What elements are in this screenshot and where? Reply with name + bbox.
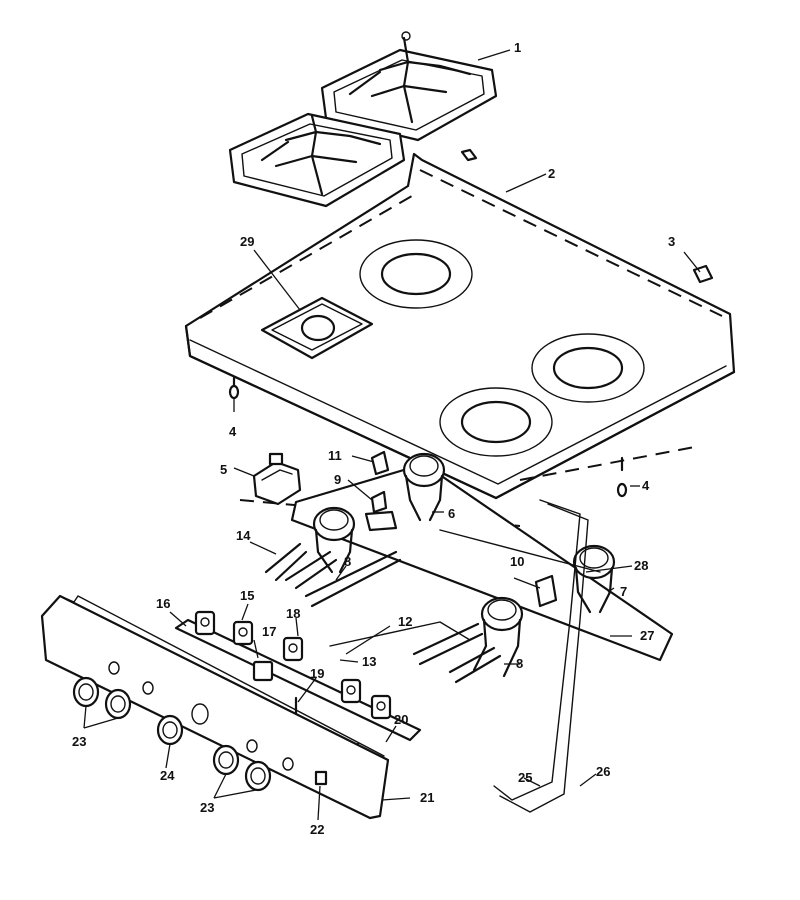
callout-19: 19 <box>310 666 324 681</box>
valve-5 <box>370 694 392 720</box>
knob-2 <box>104 688 132 720</box>
callout-20: 20 <box>394 712 408 727</box>
callout-17: 17 <box>262 624 276 639</box>
callout-13: 13 <box>362 654 376 669</box>
igniter-switch <box>252 660 274 682</box>
callout-27: 27 <box>640 628 654 643</box>
valve-2 <box>232 620 254 646</box>
callout-1: 1 <box>514 40 521 55</box>
callout-5: 5 <box>220 462 227 477</box>
callout-25: 25 <box>518 770 532 785</box>
callout-2: 2 <box>548 166 555 181</box>
callout-28: 28 <box>634 558 648 573</box>
callout-22: 22 <box>310 822 324 837</box>
valve-4 <box>340 678 362 704</box>
leader-lines <box>83 49 701 821</box>
callout-15: 15 <box>240 588 254 603</box>
callout-labels: 1 2 3 4 4 5 6 7 8 8 9 10 11 12 13 14 15 … <box>72 40 675 837</box>
callout-9: 9 <box>334 472 341 487</box>
valve-1 <box>194 610 216 636</box>
callout-18: 18 <box>286 606 300 621</box>
cooktop-panel <box>184 148 736 500</box>
callout-12: 12 <box>398 614 412 629</box>
knob-3 <box>156 714 184 746</box>
burner-grate-left <box>228 112 406 208</box>
callout-4-right: 4 <box>642 478 650 493</box>
callout-23-right: 23 <box>200 800 214 815</box>
burner-head-rear-left <box>402 452 446 522</box>
callout-14: 14 <box>236 528 251 543</box>
callout-26: 26 <box>596 764 610 779</box>
callout-3: 3 <box>668 234 675 249</box>
callout-21: 21 <box>420 790 434 805</box>
callout-24: 24 <box>160 768 175 783</box>
callout-7: 7 <box>620 584 627 599</box>
callout-4-left: 4 <box>229 424 237 439</box>
knob-4 <box>212 744 240 776</box>
knob-1 <box>72 676 100 708</box>
pressure-regulator <box>252 452 302 506</box>
knob-5 <box>244 760 272 792</box>
burner-manifold-assembly <box>239 445 701 813</box>
callout-8-right: 8 <box>516 656 523 671</box>
screw-left <box>228 376 240 400</box>
callout-6: 6 <box>448 506 455 521</box>
burner-head-front-right <box>472 596 524 678</box>
callout-11: 11 <box>328 448 342 463</box>
valve-3 <box>282 636 304 662</box>
control-panel <box>40 594 390 820</box>
callout-29: 29 <box>240 234 254 249</box>
callout-16: 16 <box>156 596 170 611</box>
callout-23-left: 23 <box>72 734 86 749</box>
callout-8-left: 8 <box>344 554 351 569</box>
screw-right <box>616 456 628 498</box>
valve-manifold <box>174 610 422 754</box>
callout-10: 10 <box>510 554 524 569</box>
